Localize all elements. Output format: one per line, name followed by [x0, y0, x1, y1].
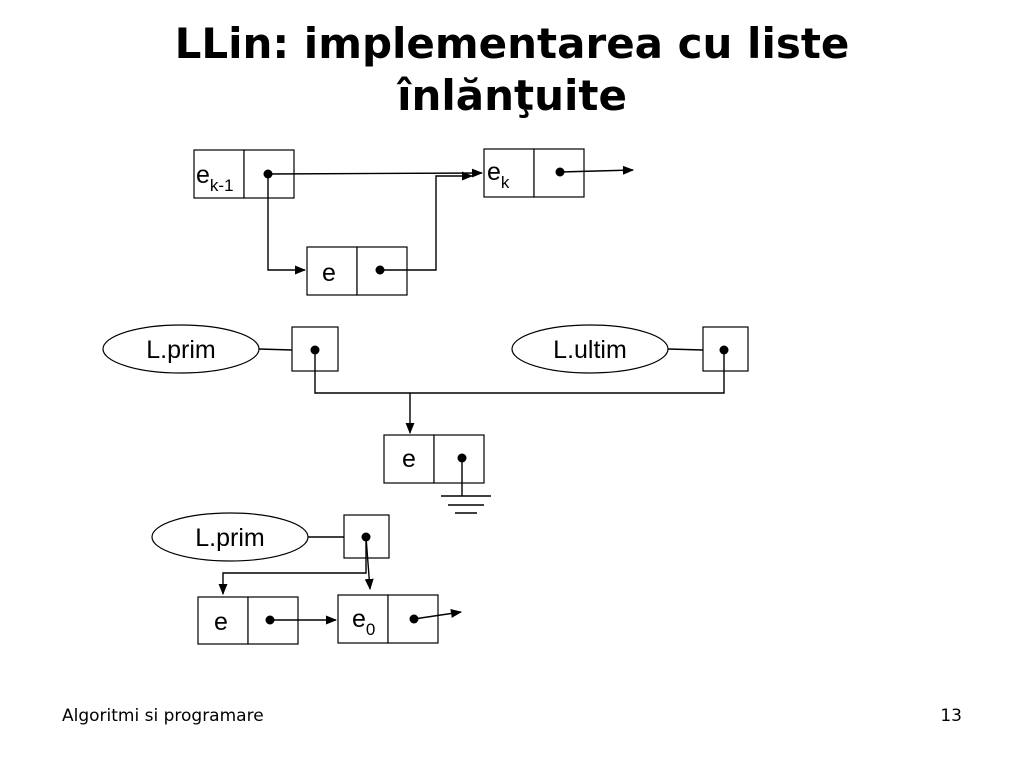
ptr-first-bottom: L.prim: [151, 512, 390, 562]
node-e0: e0: [337, 594, 439, 644]
arrow-ek-next: [559, 165, 635, 175]
ptr-middle-merge-line: [314, 350, 725, 394]
ptr-first-middle: L.prim: [102, 324, 339, 374]
node-new-top: e: [306, 246, 408, 296]
slide-title-line-1: LLin: implementarea cu liste: [174, 19, 850, 68]
ptr-last-middle-label: L.ultim: [553, 336, 627, 364]
node-new-top-info-cell: [306, 246, 358, 296]
node-new-bottom-info-cell: [197, 596, 249, 645]
node-ek: ek: [483, 148, 585, 198]
ptr-last-middle-connector: [667, 348, 704, 351]
ptr-first-middle-label: L.prim: [146, 336, 215, 364]
node-ek-1-info-cell: [193, 149, 245, 199]
node-new-bottom-label: e: [214, 608, 228, 636]
node-ek-label: ek: [487, 158, 510, 192]
node-e0-label: e0: [352, 605, 375, 639]
node-new-top-label: e: [322, 259, 336, 287]
ptr-first-bottom-label: L.prim: [195, 524, 264, 552]
arrow-e0-next: [413, 609, 463, 620]
slide-title-line-2: înlănţuite: [397, 71, 627, 120]
node-middle: e: [383, 434, 491, 514]
footer-course-name: Algoritmi si programare: [62, 706, 264, 726]
footer-page-number: 13: [940, 706, 962, 726]
slide-title: LLin: implementarea cu liste înlănţuite: [0, 18, 1024, 122]
ptr-last-middle: L.ultim: [511, 324, 749, 374]
arrow-new-to-ek: [380, 171, 474, 271]
arrow-ek-1-to-new: [267, 174, 307, 275]
node-ek-1-label: ek-1: [196, 161, 234, 195]
node-e0-info-cell: [337, 594, 389, 644]
arrow-first-to-old-node: [364, 536, 374, 591]
ptr-first-middle-connector: [258, 348, 293, 351]
arrow-ek-1-to-ek: [267, 168, 484, 178]
node-middle-label: e: [402, 445, 416, 473]
arrow-first-to-new-node: [218, 537, 367, 596]
